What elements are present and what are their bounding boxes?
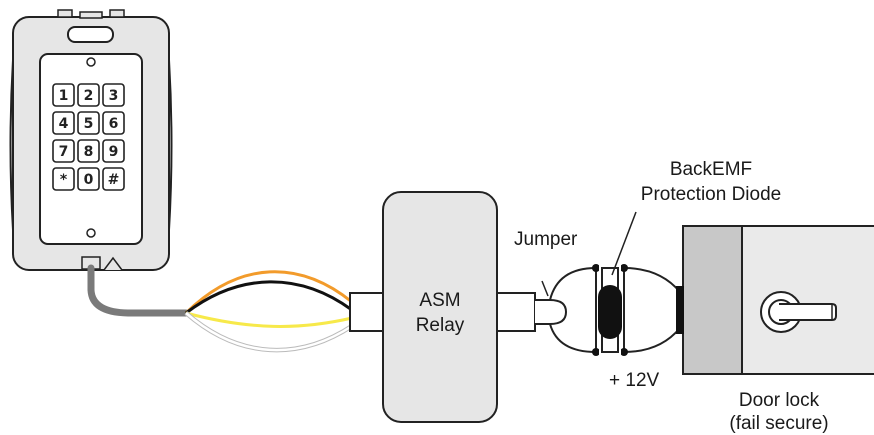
diode-label-line2: Protection Diode: [640, 184, 782, 205]
keypad-key-9: 9: [102, 139, 125, 163]
door-lock-label-line2: (fail secure): [729, 413, 829, 434]
keypad-key-4: 4: [52, 111, 75, 135]
keypad-key-hash: #: [102, 167, 125, 191]
relay-label-line1: ASM: [419, 290, 461, 311]
keypad-key-label: 9: [109, 144, 119, 160]
relay-label-line2: Relay: [415, 315, 465, 336]
keypad-key-0: 0: [77, 167, 100, 191]
door: [676, 225, 874, 375]
keypad-key-6: 6: [102, 111, 125, 135]
keypad-key-5: 5: [77, 111, 100, 135]
keypad-key-label: 7: [59, 144, 69, 160]
keypad-key-1: 1: [52, 83, 75, 107]
supply-voltage-label: + 12V: [609, 370, 660, 391]
door-handle-icon: [760, 291, 837, 333]
diode-label-line1: BackEMF: [669, 159, 753, 180]
keypad-key-label: 0: [84, 172, 94, 188]
keypad-key-label: 8: [84, 144, 94, 160]
keypad-key-label: 5: [84, 116, 94, 132]
door-panel: [682, 225, 743, 375]
keypad-key-3: 3: [102, 83, 125, 107]
asm-relay: [382, 191, 498, 423]
keypad-key-8: 8: [77, 139, 100, 163]
keypad-key-label: *: [60, 172, 68, 188]
keypad-key-7: 7: [52, 139, 75, 163]
relay-connector-right: [496, 292, 536, 332]
keypad-key-label: 2: [84, 88, 94, 104]
jumper-label: Jumper: [514, 229, 578, 250]
keypad-key-label: 6: [109, 116, 119, 132]
diode-pointer: [611, 211, 637, 276]
protection-diode: [598, 285, 622, 339]
screw-icon: [86, 228, 96, 238]
keypad-key-label: 3: [109, 88, 119, 104]
screw-icon: [86, 57, 96, 67]
keypad-slot: [67, 26, 114, 43]
lock-strike-plate: [676, 286, 684, 334]
junction-dots: [592, 264, 628, 356]
relay-wires: [184, 270, 354, 353]
door-lock-label-line1: Door lock: [738, 390, 820, 411]
jumper-loop: [535, 299, 568, 325]
keypad-cable: [87, 264, 190, 317]
keypad-key-label: #: [108, 172, 120, 188]
keypad-key-2: 2: [77, 83, 100, 107]
keypad-key-label: 4: [59, 116, 69, 132]
keypad-key-label: 1: [59, 88, 69, 104]
relay-connector-left: [349, 292, 385, 332]
keypad-key-star: *: [52, 167, 75, 191]
